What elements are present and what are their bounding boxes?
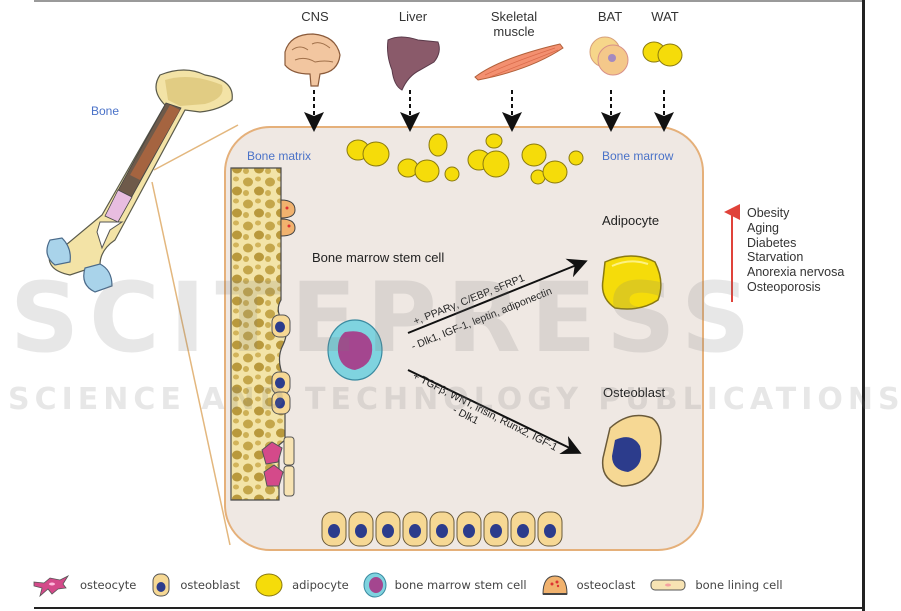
condition-item: Diabetes — [747, 235, 797, 250]
organ-signal-arrows — [304, 90, 674, 132]
legend-item-osteoblast: osteoblast — [150, 572, 240, 598]
matrix-osteoblasts — [271, 314, 291, 415]
osteoclast-icon — [542, 575, 568, 595]
osteoblast-row-nucleus — [463, 524, 475, 538]
brown-adipose-icon — [589, 36, 629, 76]
legend-item-stem-cell: bone marrow stem cell — [363, 572, 527, 598]
legend-item-bone-lining-cell: bone lining cell — [649, 572, 783, 598]
osteogenesis-arrow — [407, 369, 582, 455]
osteoblast-row-nucleus — [490, 524, 502, 538]
stem-cell-icon — [363, 572, 387, 598]
bone-matrix-label: Bone matrix — [247, 149, 312, 163]
condition-item: Aging — [747, 220, 779, 235]
osteoblast-row-nucleus — [382, 524, 394, 538]
osteocyte-cells — [261, 441, 284, 487]
skeletal-muscle-icon — [474, 43, 564, 81]
adipocyte-cell — [601, 255, 662, 310]
organ-label-liver: Liver — [398, 9, 428, 24]
bone-marrow-stem-cell — [327, 319, 383, 381]
legend-label: bone lining cell — [695, 578, 783, 592]
osteoblast-row-nucleus — [544, 524, 556, 538]
condition-item: Starvation — [747, 250, 804, 265]
figure-frame-right — [862, 0, 865, 611]
organ-label-bat: BAT — [597, 9, 623, 24]
femur-bone-illustration — [46, 69, 239, 546]
legend-label: osteocyte — [80, 578, 137, 592]
marrow-adipocyte-cluster — [346, 133, 584, 185]
bone-label: Bone — [91, 104, 120, 118]
organ-label-skeletal-line2: muscle — [493, 24, 535, 39]
figure-frame-top — [34, 0, 864, 2]
white-adipose-icon — [642, 41, 683, 67]
condition-item: Osteoporosis — [747, 279, 821, 294]
figure-frame-bottom — [34, 607, 865, 609]
conditions-list: Obesity Aging Diabetes Starvation Anorex… — [747, 206, 844, 295]
organ-label-skeletal-line1: Skeletal — [490, 9, 538, 24]
bone-marrow-label: Bone marrow — [602, 149, 674, 163]
legend-item-osteocyte: osteocyte — [30, 572, 136, 598]
liver-icon — [387, 36, 440, 91]
adipocyte-icon — [255, 573, 283, 597]
legend: osteocyte osteoblast adipocyte bone marr… — [30, 570, 797, 600]
brain-icon — [284, 33, 341, 87]
osteoblast-row-nucleus — [436, 524, 448, 538]
legend-label: osteoclast — [576, 578, 636, 592]
organ-label-wat: WAT — [651, 9, 679, 24]
osteoblast-cell — [601, 414, 662, 487]
zoom-guide-line-bottom — [151, 181, 231, 546]
organ-label-skeletal-muscle: Skeletal muscle — [484, 9, 544, 39]
adipocyte-label: Adipocyte — [602, 213, 660, 228]
stem-cell-label: Bone marrow stem cell — [312, 250, 445, 265]
marrow-osteoblast-row — [321, 511, 563, 547]
bone-lining-cells — [283, 436, 295, 497]
condition-item: Obesity — [747, 206, 790, 220]
legend-item-osteoclast: osteoclast — [541, 572, 636, 598]
osteocyte-icon — [33, 575, 70, 598]
adipogenesis-arrow — [407, 258, 588, 334]
osteoblast-row-nucleus — [517, 524, 529, 538]
osteoclast-cells — [280, 199, 296, 237]
legend-label: osteoblast — [180, 578, 241, 592]
zoom-guide-line-top — [153, 124, 239, 171]
organ-label-cns: CNS — [301, 9, 329, 24]
osteoblast-row-nucleus — [355, 524, 367, 538]
osteoblast-icon — [152, 573, 170, 597]
condition-item: Anorexia nervosa — [747, 265, 845, 280]
bone-marrow-panel — [224, 126, 704, 551]
legend-item-adipocyte: adipocyte — [254, 572, 349, 598]
legend-label: bone marrow stem cell — [394, 578, 527, 592]
bone-lining-cell-icon — [650, 579, 686, 591]
osteoblast-label: Osteoblast — [603, 385, 666, 400]
legend-label: adipocyte — [292, 578, 349, 592]
osteoblast-row-nucleus — [409, 524, 421, 538]
osteoblast-row-nucleus — [328, 524, 340, 538]
